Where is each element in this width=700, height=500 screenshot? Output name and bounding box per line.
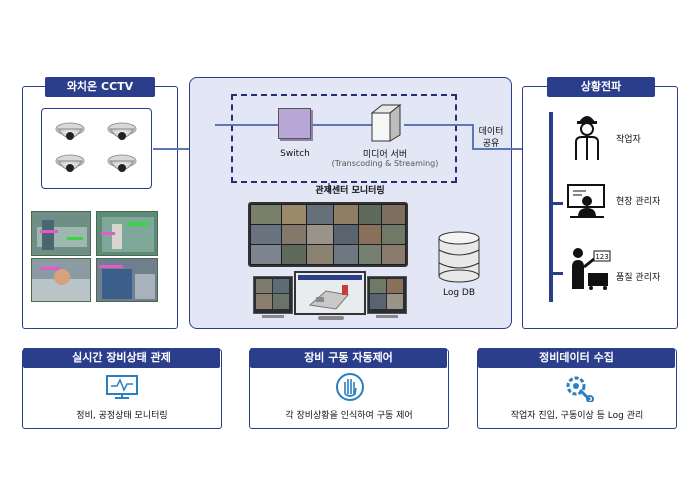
role-label-quality-manager: 품질 관리자 (616, 273, 661, 283)
feature-desc: 작업자 진입, 구동이상 등 Log 관리 (510, 411, 644, 421)
feature-box-control: 장비 구동 자동제어 각 장비상황을 인식하여 구동 제어 (249, 348, 449, 429)
video-wall (248, 202, 408, 267)
cctv-footage-thumbnail (31, 211, 91, 256)
feature-box-data: 정비데이터 수집 작업자 진입, 구동이상 등 Log 관리 (477, 348, 677, 429)
server-group-box (231, 94, 457, 183)
data-share-label-2: 공유 (482, 139, 500, 149)
timeline-tick (551, 272, 563, 275)
dome-camera-icon (107, 154, 137, 172)
dome-camera-icon (55, 122, 85, 140)
cctv-panel-title: 와치온 CCTV (45, 77, 155, 97)
video-collect-line (153, 148, 189, 150)
role-label-worker: 작업자 (616, 135, 641, 145)
role-label-site-manager: 현장 관리자 (616, 197, 661, 207)
switch-label: Switch (280, 149, 310, 159)
dome-camera-icon (55, 154, 85, 172)
monitor-graph-icon (106, 375, 138, 399)
camera-group (41, 108, 152, 189)
monitor-stand (318, 316, 344, 320)
situation-panel-title: 상황전파 (547, 77, 655, 97)
database-icon (438, 231, 480, 283)
logdb-label: Log DB (442, 288, 476, 298)
timeline-tick (551, 202, 563, 205)
feature-title: 정비데이터 수집 (478, 348, 675, 368)
feature-desc: 각 장비상황을 인식하여 구동 제어 (285, 411, 413, 421)
switch-server-line (312, 124, 372, 126)
media-server-icon (370, 103, 402, 142)
server-out-line (404, 124, 473, 126)
desk-monitor-left (253, 276, 293, 314)
feature-desc: 정비, 공정상태 모니터링 (76, 411, 168, 421)
desk-monitor-right (367, 276, 407, 314)
quality-manager-icon: 123 (572, 248, 611, 290)
monitor-stand (376, 315, 398, 318)
desk-monitor-center (294, 271, 366, 315)
control-center-label: 관제센터 모니터링 (315, 186, 385, 196)
dome-camera-icon (107, 122, 137, 140)
cctv-footage-thumbnail (96, 211, 158, 256)
monitor-stand (262, 315, 284, 318)
worker-icon (575, 116, 599, 160)
control-center-line (328, 183, 330, 192)
media-server-sub-label: (Transcoding & Streaming) (331, 159, 439, 168)
switch-device (278, 108, 311, 139)
switch-in-line (215, 124, 278, 126)
cctv-footage-thumbnail (31, 258, 91, 302)
site-manager-icon (567, 184, 605, 218)
data-share-line-v (472, 124, 474, 150)
feature-title: 실시간 장비상태 관제 (23, 348, 220, 368)
gear-wrench-icon (566, 376, 594, 402)
role-timeline (549, 112, 553, 302)
cctv-footage-thumbnail (96, 258, 158, 302)
data-share-line (472, 148, 522, 150)
data-share-label-1: 데이터 (478, 127, 504, 137)
dome-camera-icons (55, 122, 137, 172)
stop-hand-icon (336, 373, 364, 401)
feature-box-realtime: 실시간 장비상태 관제 정비, 공정상태 모니터링 (22, 348, 222, 429)
quality-badge: 123 (595, 253, 608, 261)
feature-title: 장비 구동 자동제어 (250, 348, 447, 368)
media-server-label: 미디어 서버 (362, 150, 408, 160)
